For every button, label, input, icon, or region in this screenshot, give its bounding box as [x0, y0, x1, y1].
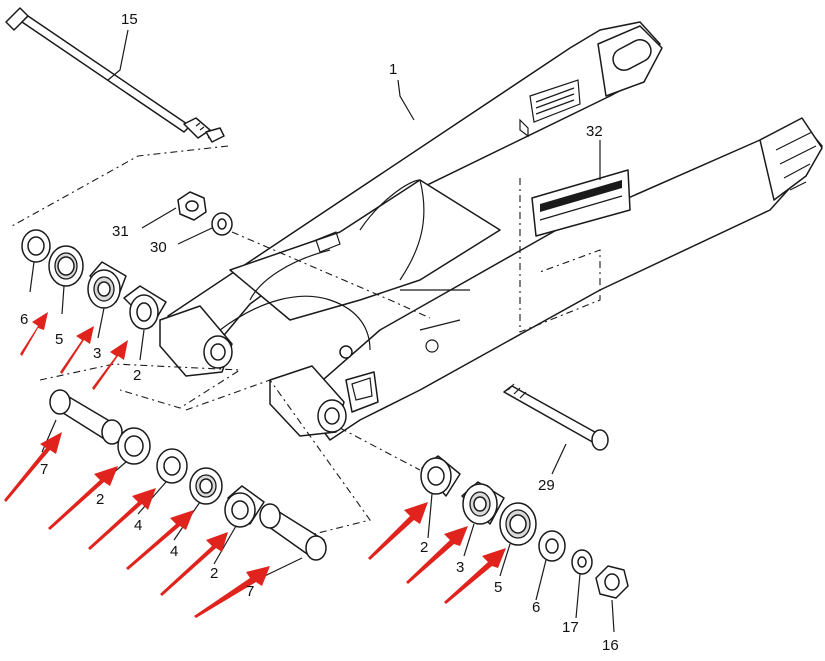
leader-line-right [339, 427, 421, 471]
callout-numbers: 15 1 32 31 30 6 5 3 2 7 2 4 4 2 7 29 2 3… [20, 11, 619, 654]
callout-7: 7 [246, 583, 254, 600]
red-arrow-icon [4, 432, 62, 502]
red-arrow-icon [20, 312, 48, 356]
highlight-arrows [4, 312, 506, 618]
left-upper-bearing-stack [21, 229, 167, 330]
swingarm-part-1 [159, 21, 823, 441]
callout-17: 17 [562, 619, 579, 636]
label-part-32 [519, 169, 631, 333]
red-arrow-icon [48, 466, 118, 530]
callout-3: 3 [456, 559, 464, 576]
callout-2: 2 [96, 491, 104, 508]
callout-31: 31 [112, 223, 129, 240]
lower-left-bearing-stack [49, 389, 327, 561]
callout-2: 2 [210, 565, 218, 582]
red-arrow-icon [194, 566, 270, 618]
pivot-shaft-part-15 [5, 7, 225, 143]
red-arrow-icon [444, 548, 506, 604]
red-arrow-icon [406, 526, 468, 584]
red-arrow-icon [60, 326, 94, 374]
red-arrow-icon [126, 510, 194, 570]
callout-2: 2 [420, 539, 428, 556]
bolt-part-29 [503, 383, 609, 451]
washer-part-30 [211, 212, 233, 236]
callout-7: 7 [40, 461, 48, 478]
callout-2: 2 [133, 367, 141, 384]
red-arrow-icon [92, 340, 128, 390]
right-bearing-stack [420, 455, 629, 599]
leader-line-shaft [11, 145, 229, 227]
nut-part-31 [177, 191, 207, 221]
red-arrow-icon [368, 502, 428, 560]
callout-6: 6 [20, 311, 28, 328]
leader-box-left [39, 363, 242, 409]
callout-29: 29 [538, 477, 555, 494]
callout-32: 32 [586, 123, 603, 140]
callout-1: 1 [389, 61, 397, 78]
callout-3: 3 [93, 345, 101, 362]
callout-16: 16 [602, 637, 619, 654]
callout-5: 5 [494, 579, 502, 596]
callout-6: 6 [532, 599, 540, 616]
leader-box-center [185, 379, 371, 541]
callout-4: 4 [170, 543, 178, 560]
red-arrow-icon [88, 488, 156, 550]
callout-30: 30 [150, 239, 167, 256]
leader-line-bolt [231, 231, 431, 319]
callout-4: 4 [134, 517, 142, 534]
callout-5: 5 [55, 331, 63, 348]
red-arrow-icon [160, 532, 228, 596]
callout-15: 15 [121, 11, 138, 28]
